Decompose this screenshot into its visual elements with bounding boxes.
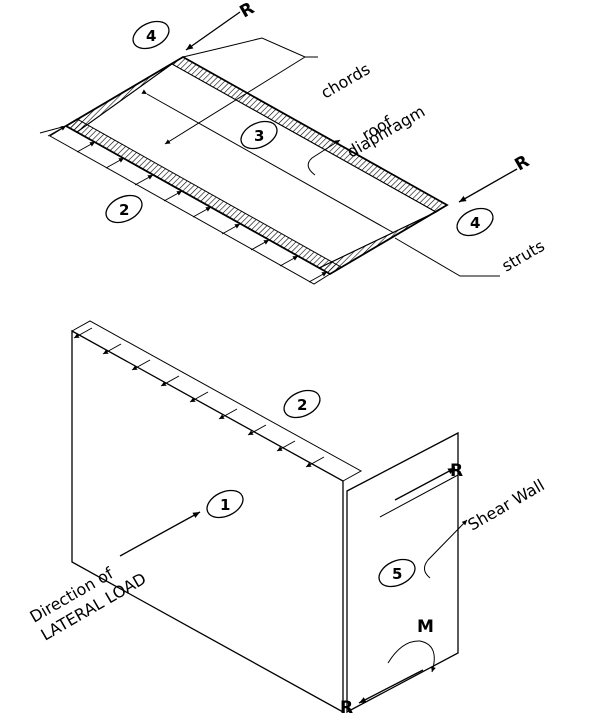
svg-text:5: 5 bbox=[392, 565, 402, 583]
front-wall bbox=[71, 320, 363, 714]
marker-5: 5 bbox=[378, 558, 416, 588]
shear-wall-label: Shear Wall bbox=[465, 475, 548, 534]
reaction-label-shear-bottom: R bbox=[340, 698, 353, 718]
shear-wall bbox=[346, 431, 468, 714]
reaction-label-shear-top: R bbox=[450, 461, 463, 481]
marker-4-top: 4 bbox=[132, 20, 170, 50]
struts-label: struts bbox=[499, 236, 548, 275]
roof-load-arrows bbox=[47, 125, 328, 283]
reaction-label-roof-right: R bbox=[512, 151, 533, 175]
diaphragm-label: diaphragm bbox=[344, 102, 429, 162]
svg-text:3: 3 bbox=[254, 127, 264, 145]
svg-text:4: 4 bbox=[470, 214, 480, 232]
svg-text:4: 4 bbox=[146, 27, 156, 45]
svg-text:2: 2 bbox=[297, 396, 307, 414]
marker-2-roof: 2 bbox=[105, 194, 143, 224]
marker-2-wall: 2 bbox=[283, 389, 321, 419]
roof-reaction-top bbox=[185, 11, 241, 51]
marker-1: 1 bbox=[206, 489, 244, 519]
roof-diaphragm bbox=[39, 37, 500, 285]
moment-label: M bbox=[417, 617, 434, 637]
chords-label: chords bbox=[318, 59, 374, 102]
reaction-label-roof-top: R bbox=[237, 0, 258, 22]
svg-text:2: 2 bbox=[119, 201, 129, 219]
marker-4-right: 4 bbox=[456, 207, 494, 237]
roof-reaction-right bbox=[458, 168, 518, 203]
svg-text:1: 1 bbox=[220, 496, 230, 514]
marker-3: 3 bbox=[240, 120, 278, 150]
wall-load-arrows bbox=[73, 327, 325, 468]
